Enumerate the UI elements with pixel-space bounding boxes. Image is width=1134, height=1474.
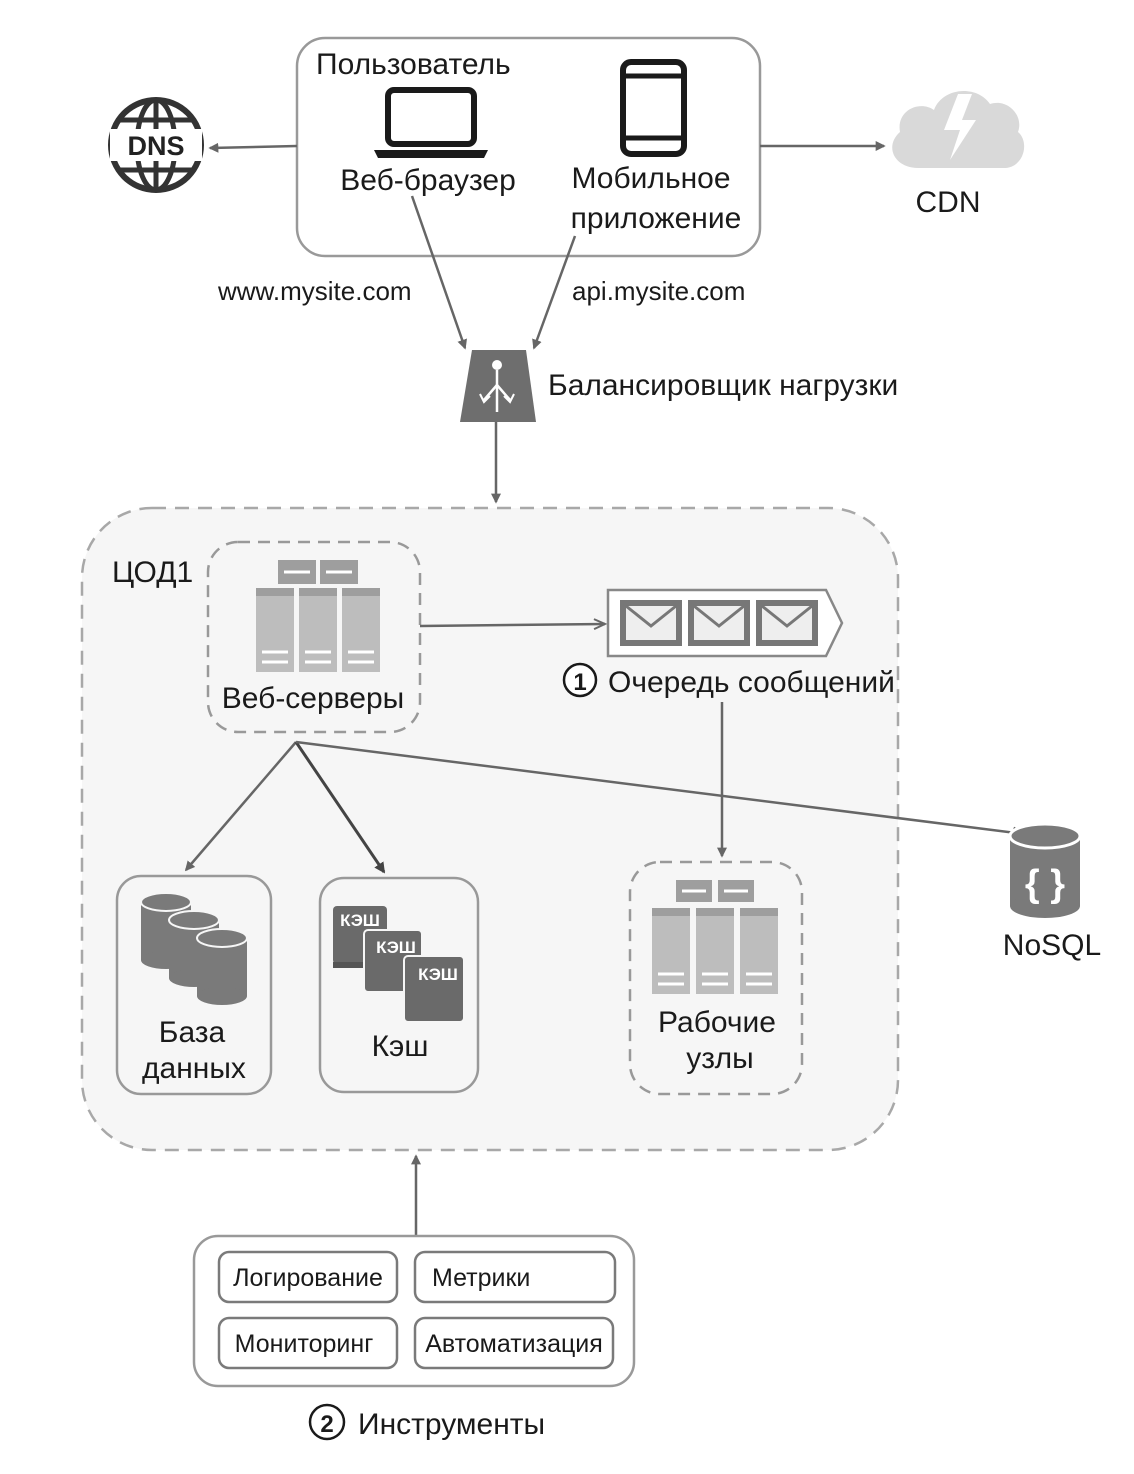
tool-automation-label: Автоматизация — [425, 1330, 603, 1358]
workers-label-line2: узлы — [686, 1042, 754, 1075]
arrow-webservers-to-cache — [294, 741, 386, 874]
arrow-webservers-to-nosql — [295, 740, 1024, 834]
tools-number-badge: 2 — [308, 1403, 346, 1441]
workers-label-line1: Рабочие — [658, 1006, 776, 1039]
tool-logging — [217, 1250, 399, 1304]
dns-label: DNS — [127, 131, 184, 161]
database-label-line2: данных — [142, 1052, 246, 1085]
cache-tile-label-3: КЭШ — [418, 965, 458, 984]
smartphone-icon — [620, 59, 687, 157]
queue-number: 1 — [573, 669, 586, 696]
cdn-label: CDN — [916, 186, 981, 219]
mobile-app-label-line2: приложение — [571, 202, 742, 235]
web-domain-label: www.mysite.com — [217, 276, 412, 306]
cache-icon: КЭШ КЭШ КЭШ — [333, 906, 465, 1023]
queue-label: Очередь сообщений — [608, 666, 895, 699]
message-queue-icon — [606, 588, 844, 658]
database-icon — [140, 892, 248, 1005]
tool-automation — [413, 1316, 615, 1370]
web-server-rack-icon — [256, 560, 380, 672]
mobile-app-label-line1: Мобильное — [571, 162, 730, 195]
arrow-browser-to-lb — [410, 195, 467, 350]
queue-number-badge: 1 — [562, 662, 598, 698]
load-balancer-label: Балансировщик нагрузки — [548, 369, 898, 402]
tools-label: Инструменты — [358, 1408, 545, 1441]
tool-monitoring-label: Мониторинг — [235, 1330, 374, 1358]
worker-rack-icon — [652, 880, 778, 994]
tool-metrics — [413, 1250, 617, 1304]
nosql-database-icon: { } — [1008, 822, 1082, 918]
cdn-cloud-icon — [892, 91, 1025, 168]
arrow-user-to-dns — [208, 142, 298, 153]
tools-number: 2 — [320, 1411, 333, 1438]
cache-tile-label-1: КЭШ — [340, 911, 380, 930]
cache-label: Кэш — [372, 1030, 429, 1063]
tool-metrics-label: Метрики — [432, 1264, 530, 1292]
arrow-webservers-to-database — [184, 741, 297, 872]
datacenter-label: ЦОД1 — [112, 556, 193, 589]
dns-globe-icon: DNS — [108, 97, 204, 193]
arrow-mobile-to-lb — [532, 235, 577, 350]
laptop-icon — [374, 87, 488, 158]
load-balancer-icon — [460, 350, 536, 422]
nosql-braces-glyph: { } — [1025, 863, 1065, 905]
web-browser-label: Веб-браузер — [340, 164, 516, 197]
api-domain-label: api.mysite.com — [572, 276, 745, 306]
tool-monitoring — [217, 1316, 399, 1370]
arrow-webservers-to-queue — [419, 624, 605, 626]
database-label-line1: База — [159, 1016, 226, 1049]
nosql-label: NoSQL — [1003, 929, 1101, 962]
tool-logging-label: Логирование — [233, 1264, 383, 1292]
cache-tile-label-2: КЭШ — [376, 938, 416, 957]
user-title: Пользователь — [316, 48, 511, 81]
web-servers-label: Веб-серверы — [222, 682, 404, 715]
